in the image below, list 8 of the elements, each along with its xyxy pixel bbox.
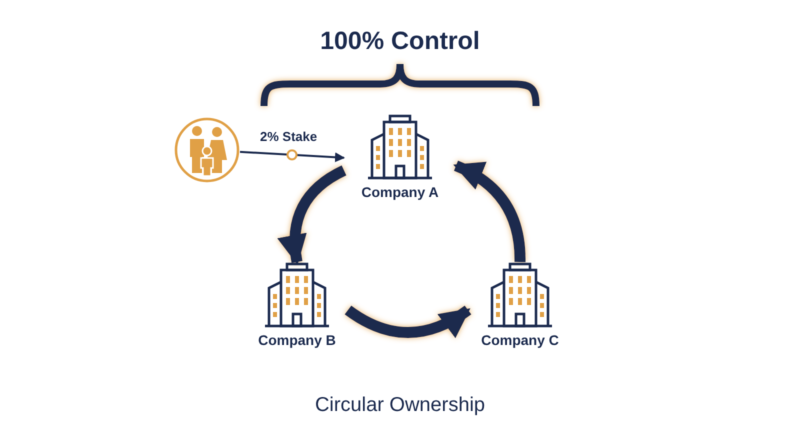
heading-label: 100% Control bbox=[319, 27, 481, 56]
company-label: Company B bbox=[258, 332, 336, 348]
arrow bbox=[278, 166, 347, 265]
caption: Circular Ownership bbox=[314, 394, 486, 417]
company-label: Company A bbox=[361, 184, 439, 200]
company-label: Company C bbox=[481, 332, 559, 348]
arrow bbox=[240, 150, 345, 162]
edge-label: 2% Stake bbox=[260, 128, 318, 144]
